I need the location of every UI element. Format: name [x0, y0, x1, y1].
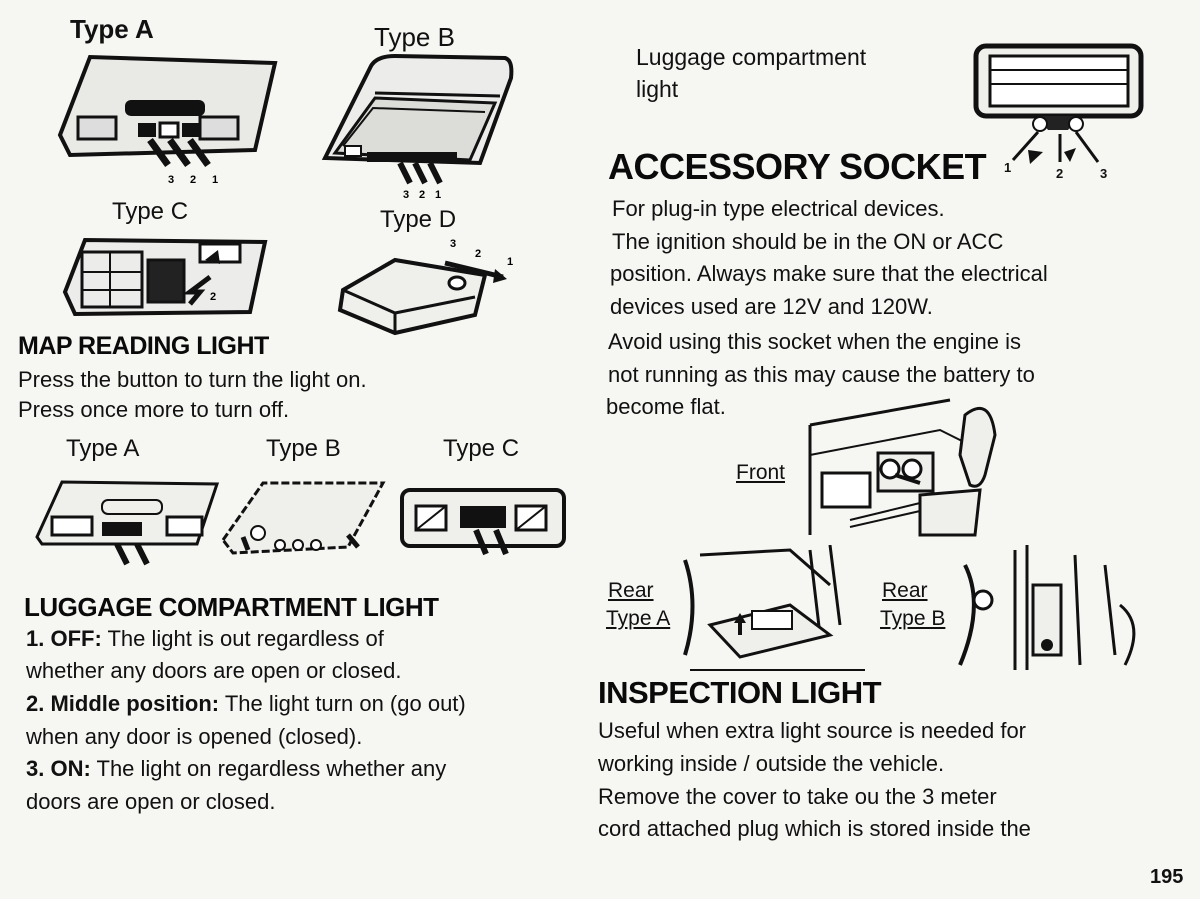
luggage-item-text: whether any doors are open or closed. — [26, 658, 402, 683]
page-number: 195 — [1150, 866, 1184, 888]
rear-type-b-label: Type B — [880, 607, 946, 630]
svg-text:3: 3 — [403, 189, 409, 198]
accessory-socket-line: For plug-in type electrical devices. — [612, 196, 945, 221]
map-type-a-label: Type A — [66, 435, 140, 462]
luggage-position-number: 3 — [1100, 166, 1108, 181]
accessory-socket-line: position. Always make sure that the elec… — [610, 261, 1048, 286]
luggage-item-text: doors are open or closed. — [26, 789, 276, 814]
inspection-light-line: cord attached plug which is stored insid… — [598, 816, 1031, 841]
svg-text:2: 2 — [419, 189, 425, 198]
inspection-light-heading: INSPECTION LIGHT — [598, 675, 882, 710]
luggage-item-text: The light is out regardless of — [101, 626, 384, 651]
type-d-label: Type D — [380, 206, 457, 233]
dome-light-type-d-figure: 3 2 1 — [335, 235, 525, 340]
type-a-label: Type A — [70, 14, 154, 44]
luggage-item-text: The light turn on (go out) — [219, 691, 466, 716]
map-light-type-a-figure — [32, 472, 222, 572]
luggage-light-figure — [968, 40, 1148, 185]
map-reading-heading: MAP READING LIGHT — [18, 332, 269, 360]
luggage-item-line: doors are open or closed. — [26, 791, 276, 813]
luggage-item-line: 1. OFF: The light is out regardless of — [26, 628, 384, 650]
rear-type-b-socket-figure — [955, 545, 1145, 675]
dome-light-type-b-figure: 3 2 1 — [315, 48, 515, 198]
svg-text:3: 3 — [168, 174, 174, 186]
accessory-socket-line: become flat. — [606, 394, 726, 419]
accessory-socket-line: Avoid using this socket when the engine … — [608, 329, 1021, 354]
svg-text:1: 1 — [212, 174, 218, 186]
luggage-item-line: whether any doors are open or closed. — [26, 660, 401, 682]
luggage-item-line: 2. Middle position: The light turn on (g… — [26, 693, 466, 715]
map-reading-line: Press the button to turn the light on. — [18, 367, 367, 392]
accessory-socket-line: devices used are 12V and 120W. — [610, 294, 933, 319]
rear-type-b-label: Rear — [882, 579, 928, 602]
svg-text:3: 3 — [450, 238, 456, 250]
svg-text:1: 1 — [507, 256, 513, 268]
accessory-socket-line: not running as this may cause the batter… — [608, 362, 1035, 387]
map-light-type-c-figure — [398, 486, 568, 558]
map-reading-line: Press once more to turn off. — [18, 397, 290, 422]
dome-light-type-c-figure: 2 — [60, 232, 270, 332]
rear-type-a-socket-figure — [680, 545, 870, 675]
luggage-position-number: 2 — [1056, 166, 1064, 181]
luggage-figure-caption: light — [636, 76, 679, 102]
dome-light-type-a-figure: 3 2 1 — [50, 45, 280, 190]
svg-text:2: 2 — [475, 248, 481, 260]
rear-type-a-label: Type A — [606, 607, 671, 630]
accessory-socket-line: The ignition should be in the ON or ACC — [612, 229, 1004, 254]
inspection-light-line: working inside / outside the vehicle. — [598, 751, 945, 776]
luggage-heading: LUGGAGE COMPARTMENT LIGHT — [24, 592, 439, 622]
svg-text:1: 1 — [435, 189, 441, 198]
luggage-position-number: 1 — [1004, 160, 1012, 175]
front-socket-figure — [800, 395, 1000, 545]
map-type-c-label: Type C — [443, 435, 520, 462]
luggage-figure-caption: Luggage compartment — [636, 44, 867, 70]
map-light-type-b-figure — [218, 475, 388, 560]
luggage-item-line: 3. ON: The light on regardless whether a… — [26, 758, 446, 780]
luggage-item-prefix: 3. ON: — [26, 756, 91, 781]
inspection-light-line: Remove the cover to take ou the 3 meter — [598, 784, 997, 809]
luggage-item-prefix: 2. Middle position: — [26, 691, 220, 716]
type-c-label: Type C — [112, 198, 189, 225]
luggage-item-prefix: 1. OFF: — [26, 626, 102, 651]
rear-type-a-label: Rear — [608, 579, 654, 602]
accessory-socket-heading: ACCESSORY SOCKET — [608, 146, 987, 187]
luggage-item-line: when any door is opened (closed). — [26, 726, 362, 748]
luggage-item-text: when any door is opened (closed). — [26, 724, 363, 749]
luggage-item-text: The light on regardless whether any — [90, 756, 447, 781]
type-b-label: Type B — [374, 22, 455, 52]
svg-text:2: 2 — [210, 291, 216, 303]
svg-text:2: 2 — [190, 174, 196, 186]
front-label: Front — [736, 461, 786, 484]
map-type-b-label: Type B — [266, 435, 341, 462]
inspection-light-line: Useful when extra light source is needed… — [598, 718, 1027, 743]
